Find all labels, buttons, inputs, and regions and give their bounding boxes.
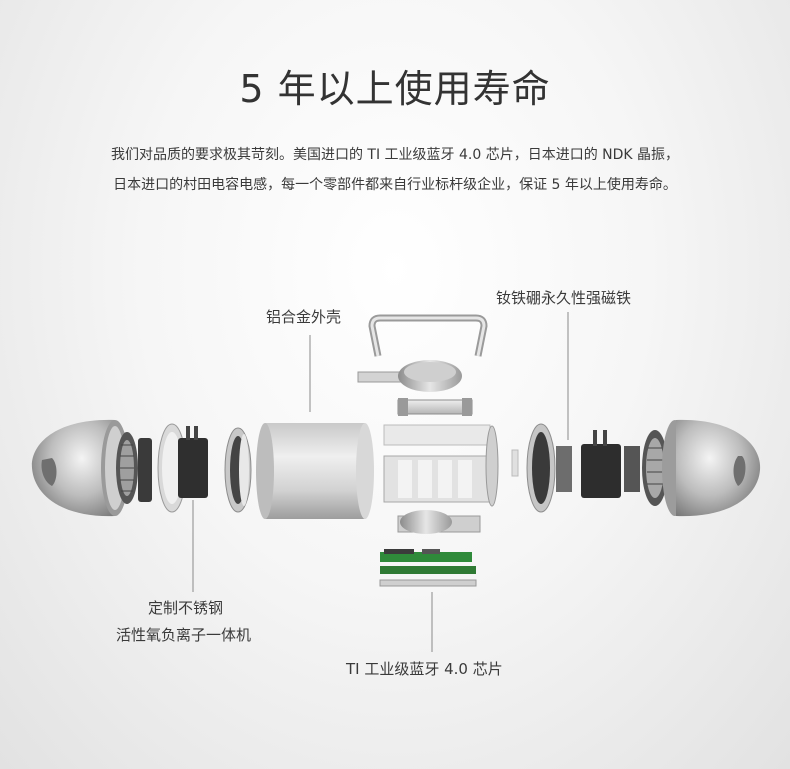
center-components bbox=[357, 314, 491, 587]
left-end-cap bbox=[31, 419, 129, 517]
callout-bluetooth-chip: TI 工业级蓝牙 4.0 芯片 bbox=[346, 660, 503, 678]
left-ring bbox=[224, 427, 252, 513]
description-line-2: 日本进口的村田电容电感，每一个零部件都来自行业标杆级企业，保证 5 年以上使用寿… bbox=[113, 177, 677, 193]
callout-stainless-line-2: 活性氧负离子一体机 bbox=[116, 626, 252, 644]
right-grille bbox=[642, 430, 668, 506]
left-plate bbox=[138, 438, 152, 502]
left-grille bbox=[116, 432, 138, 504]
callout-aluminum-shell: 铝合金外壳 bbox=[266, 308, 342, 326]
callout-stainless-line-1: 定制不锈钢 bbox=[148, 599, 224, 617]
aluminum-shell bbox=[256, 423, 374, 519]
description-line-1: 我们对品质的要求极其苛刻。美国进口的 TI 工业级蓝牙 4.0 芯片，日本进口的… bbox=[110, 147, 680, 163]
page-title: 5 年以上使用寿命 bbox=[239, 67, 551, 111]
callout-magnet: 钕铁硼永久性强磁铁 bbox=[496, 289, 632, 307]
bluetooth-pcb bbox=[379, 549, 477, 587]
right-end-cap bbox=[662, 419, 761, 517]
ndfeb-magnet bbox=[556, 430, 640, 498]
stainless-ionizer-unit bbox=[157, 423, 208, 513]
right-ring bbox=[485, 423, 556, 513]
